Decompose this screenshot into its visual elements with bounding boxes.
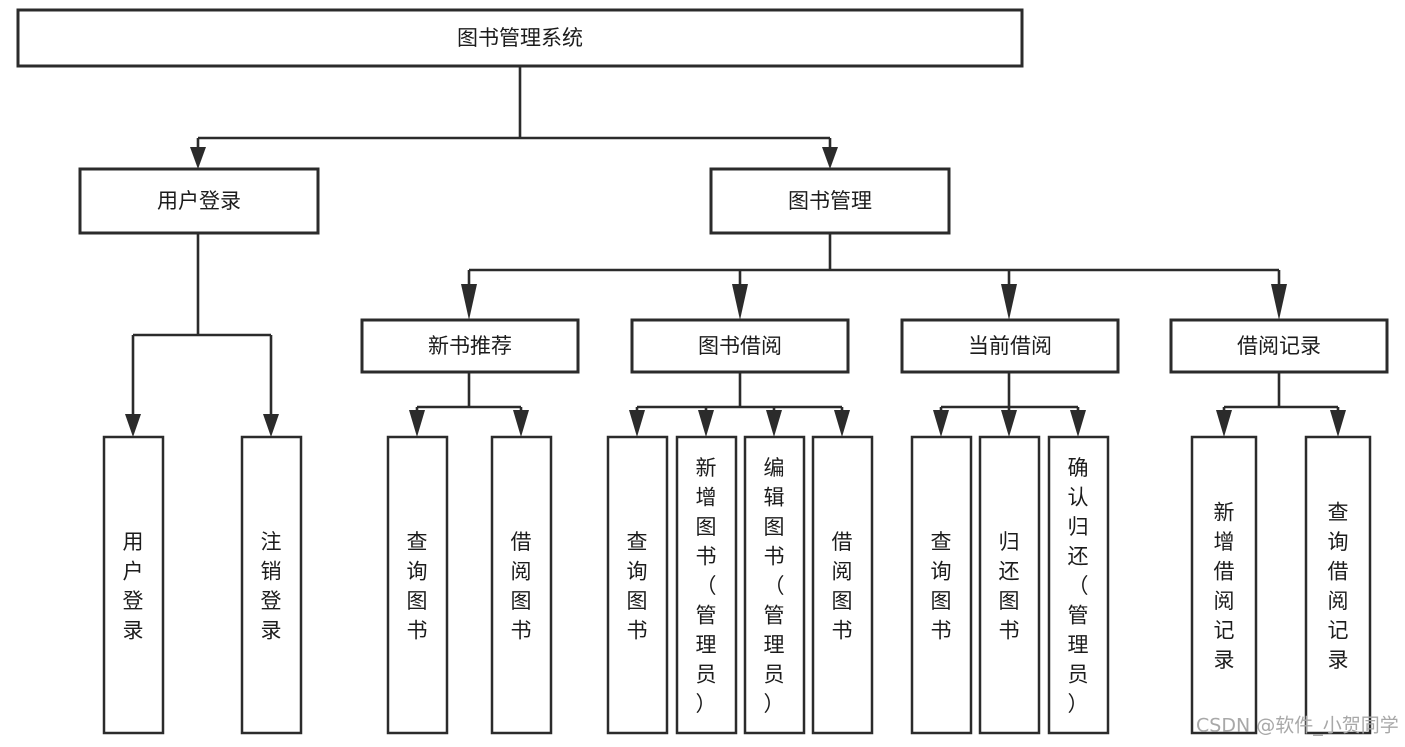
node-root-box[interactable] xyxy=(16,8,1024,68)
arrow-head-leaf-query-book-1 xyxy=(409,410,425,437)
node-leaf-borrow-book-2[interactable]: 借阅图书 xyxy=(811,435,874,735)
arrow-head-leaf-query-record xyxy=(1330,410,1346,437)
node-leaf-return-book[interactable]: 归还图书 xyxy=(978,435,1041,735)
node-leaf-confirm-return[interactable]: 确认归还（管理员） xyxy=(1047,435,1110,735)
node-root[interactable]: 图书管理系统 xyxy=(16,8,1024,68)
arrow-head-new-book-rec xyxy=(461,284,477,320)
node-leaf-query-book-1[interactable]: 查询图书 xyxy=(386,435,449,735)
arrow-head-book-manage xyxy=(822,147,838,169)
node-leaf-add-book-box[interactable] xyxy=(675,435,738,735)
node-book-manage[interactable]: 图书管理 xyxy=(709,167,951,235)
arrow-head-leaf-return-book xyxy=(1001,410,1017,437)
node-leaf-confirm-return-box[interactable] xyxy=(1047,435,1110,735)
node-leaf-return-book-box[interactable] xyxy=(978,435,1041,735)
node-leaf-logout-box[interactable] xyxy=(240,435,303,735)
arrow-head-leaf-edit-book xyxy=(766,410,782,437)
node-leaf-edit-book-label: 编辑图书（管理员） xyxy=(764,456,785,716)
arrow-head-leaf-query-book-2 xyxy=(629,410,645,437)
node-leaf-query-record[interactable]: 查询借阅记录 xyxy=(1304,435,1372,735)
node-borrow-record[interactable]: 借阅记录 xyxy=(1169,318,1389,374)
node-book-borrow-box[interactable] xyxy=(630,318,850,374)
node-user-login-label: 用户登录 xyxy=(157,189,241,213)
node-leaf-query-book-2-box[interactable] xyxy=(606,435,669,735)
arrow-head-leaf-borrow-book-1 xyxy=(513,410,529,437)
node-current-borrow-box[interactable] xyxy=(900,318,1120,374)
node-leaf-borrow-book-1[interactable]: 借阅图书 xyxy=(490,435,553,735)
node-leaf-add-record[interactable]: 新增借阅记录 xyxy=(1190,435,1258,735)
node-new-book-rec-label: 新书推荐 xyxy=(428,334,512,358)
node-leaf-add-book[interactable]: 新增图书（管理员） xyxy=(675,435,738,735)
edge-layer xyxy=(125,66,1346,437)
node-leaf-add-record-label: 新增借阅记录 xyxy=(1214,500,1235,672)
csdn-watermark: CSDN @软件_小贺同学 xyxy=(1196,715,1399,737)
node-book-borrow[interactable]: 图书借阅 xyxy=(630,318,850,374)
node-leaf-confirm-return-label: 确认归还（管理员） xyxy=(1068,456,1089,716)
node-borrow-record-label: 借阅记录 xyxy=(1237,334,1321,358)
arrow-head-borrow-record xyxy=(1271,284,1287,320)
arrow-head-leaf-add-record xyxy=(1216,410,1232,437)
node-leaf-return-book-label: 归还图书 xyxy=(999,530,1020,643)
node-leaf-query-book-3-box[interactable] xyxy=(910,435,973,735)
node-leaf-query-book-2[interactable]: 查询图书 xyxy=(606,435,669,735)
arrow-head-leaf-add-book xyxy=(698,410,714,437)
node-leaf-query-record-box[interactable] xyxy=(1304,435,1372,735)
node-new-book-rec[interactable]: 新书推荐 xyxy=(360,318,580,374)
node-leaf-query-book-3[interactable]: 查询图书 xyxy=(910,435,973,735)
node-root-label: 图书管理系统 xyxy=(457,26,583,50)
node-leaf-user-login-box[interactable] xyxy=(102,435,165,735)
node-current-borrow[interactable]: 当前借阅 xyxy=(900,318,1120,374)
node-leaf-user-login-label: 用户登录 xyxy=(123,530,144,643)
node-leaf-borrow-book-1-box[interactable] xyxy=(490,435,553,735)
node-leaf-query-book-1-box[interactable] xyxy=(386,435,449,735)
node-new-book-rec-box[interactable] xyxy=(360,318,580,374)
arrow-head-book-borrow xyxy=(732,284,748,320)
node-leaf-add-record-box[interactable] xyxy=(1190,435,1258,735)
node-leaf-query-book-2-label: 查询图书 xyxy=(627,530,648,643)
node-user-login-box[interactable] xyxy=(78,167,320,235)
node-book-manage-label: 图书管理 xyxy=(788,189,872,213)
node-leaf-query-record-label: 查询借阅记录 xyxy=(1328,500,1349,672)
node-current-borrow-label: 当前借阅 xyxy=(968,334,1052,358)
node-leaf-borrow-book-1-label: 借阅图书 xyxy=(511,530,532,643)
node-book-manage-box[interactable] xyxy=(709,167,951,235)
arrow-head-leaf-confirm-return xyxy=(1070,410,1086,437)
node-borrow-record-box[interactable] xyxy=(1169,318,1389,374)
node-leaf-edit-book-box[interactable] xyxy=(743,435,806,735)
arrow-head-current-borrow xyxy=(1001,284,1017,320)
node-leaf-borrow-book-2-box[interactable] xyxy=(811,435,874,735)
node-leaf-query-book-3-label: 查询图书 xyxy=(931,530,952,643)
node-leaf-add-book-label: 新增图书（管理员） xyxy=(696,456,717,716)
node-leaf-query-book-1-label: 查询图书 xyxy=(407,530,428,643)
arrow-head-user-login xyxy=(190,147,206,169)
node-leaf-user-login[interactable]: 用户登录 xyxy=(102,435,165,735)
node-book-borrow-label: 图书借阅 xyxy=(698,334,782,358)
node-leaf-edit-book[interactable]: 编辑图书（管理员） xyxy=(743,435,806,735)
arrow-head-leaf-logout xyxy=(263,414,279,437)
arrow-head-leaf-query-book-3 xyxy=(933,410,949,437)
node-leaf-borrow-book-2-label: 借阅图书 xyxy=(832,530,853,643)
node-leaf-logout-label: 注销登录 xyxy=(261,530,282,643)
arrow-head-leaf-user-login xyxy=(125,414,141,437)
node-leaf-logout[interactable]: 注销登录 xyxy=(240,435,303,735)
node-user-login[interactable]: 用户登录 xyxy=(78,167,320,235)
arrow-head-leaf-borrow-book-2 xyxy=(834,410,850,437)
